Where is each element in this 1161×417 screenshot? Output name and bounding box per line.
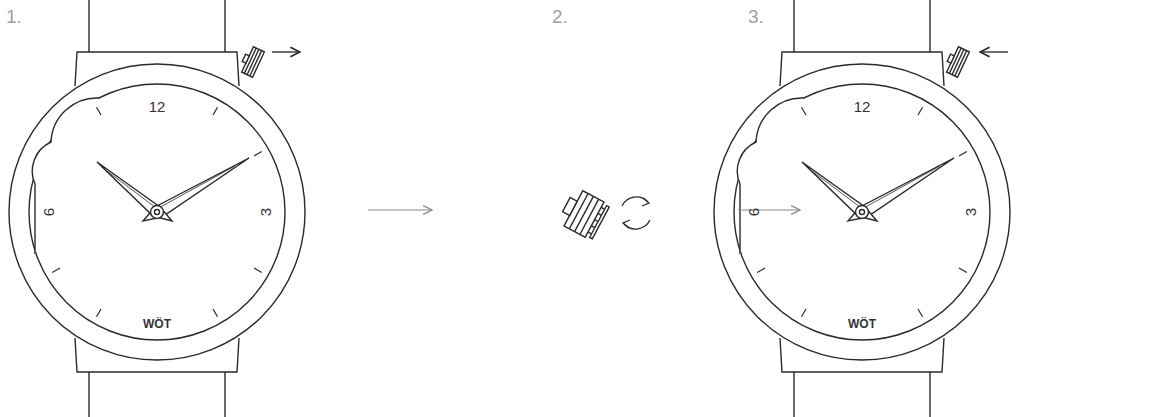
dial-numeral: 12 <box>854 99 871 114</box>
dial-numeral: 9 <box>42 208 57 216</box>
pull-arrow <box>272 51 300 52</box>
step-arrow <box>368 209 432 210</box>
crown-icon <box>557 187 610 241</box>
step-number: 3. <box>748 6 764 28</box>
step-panel: 2. <box>432 0 738 417</box>
step-number: 1. <box>6 6 22 28</box>
step-panel: 3. <box>800 0 1161 417</box>
rotate-icon <box>622 197 650 229</box>
dial-numeral: 12 <box>149 99 166 114</box>
step-number: 2. <box>552 6 568 28</box>
watch-before <box>9 0 305 417</box>
step-panel: 1. <box>0 0 368 417</box>
dial-numeral: 9 <box>747 208 762 216</box>
watch-after <box>714 0 1010 417</box>
dial-numeral: 3 <box>963 208 978 216</box>
dial-numeral: 3 <box>258 208 273 216</box>
brand-logo: WÖT <box>143 318 171 330</box>
brand-logo: WÖT <box>848 318 876 330</box>
push-arrow <box>980 51 1008 52</box>
